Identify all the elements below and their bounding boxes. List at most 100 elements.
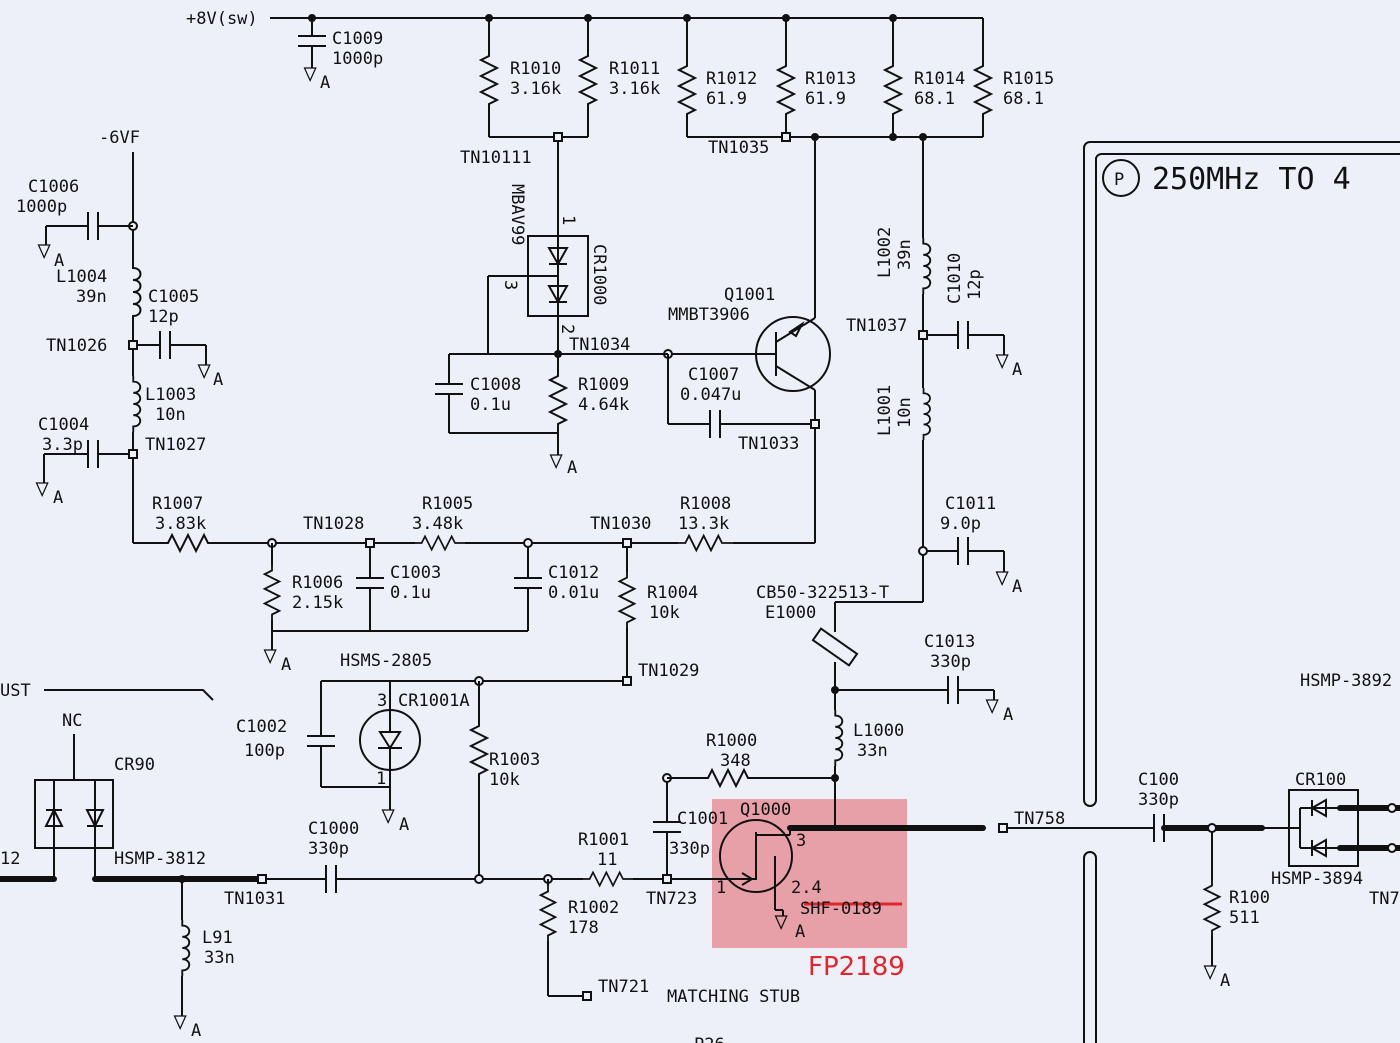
c1012-val: 0.01u	[548, 583, 599, 603]
diode-cr1000	[487, 141, 589, 354]
r1015-val: 68.1	[1003, 89, 1044, 109]
tn1029: TN1029	[638, 661, 699, 681]
c1003-ref: C1003	[390, 563, 441, 583]
matching-stub-label: MATCHING STUB	[667, 987, 800, 1007]
capacitor-c1007	[667, 354, 811, 438]
rail-plus8v	[270, 14, 983, 22]
tn1031: TN1031	[224, 889, 285, 909]
r1000-ref: R1000	[706, 731, 757, 751]
c1004-ref: C1004	[38, 415, 89, 435]
tn758: TN758	[1014, 809, 1065, 829]
c1008-val: 0.1u	[470, 395, 511, 415]
c100-val: 330p	[1138, 790, 1179, 810]
rf-path	[266, 769, 835, 1001]
nc-label: NC	[62, 711, 82, 731]
tn1035: TN1035	[708, 138, 769, 158]
hsmp3892-label: HSMP-3892	[1300, 671, 1392, 691]
bias-bus	[133, 534, 815, 686]
c1002-ref: C1002	[236, 717, 287, 737]
ground-label: A	[567, 458, 577, 478]
q1001-ref: Q1001	[724, 285, 775, 305]
l91-val: 33n	[204, 948, 235, 968]
highlight-region	[712, 799, 907, 948]
r1001-val: 11	[597, 850, 617, 870]
c1008-ref: C1008	[470, 375, 521, 395]
tn1026: TN1026	[46, 336, 107, 356]
r1005-val: 3.48k	[412, 514, 463, 534]
r1002-ref: R1002	[568, 898, 619, 918]
ground-label: A	[54, 251, 64, 271]
cr1000-pin3: 3	[500, 280, 520, 290]
panel-outline	[1083, 141, 1400, 1043]
l1001-val: 10n	[895, 397, 915, 428]
title-circle-letter: P	[1114, 170, 1124, 190]
right-ladder	[918, 141, 1009, 602]
l1004-ref: L1004	[56, 267, 107, 287]
q1000-ref: Q1000	[740, 800, 791, 820]
r1008-ref: R1008	[680, 494, 731, 514]
l1003-ref: L1003	[145, 385, 196, 405]
tn7-label: TN7	[1369, 889, 1400, 909]
ground-label: A	[191, 1021, 201, 1041]
r1010-ref: R1010	[510, 59, 561, 79]
c1010-val: 12p	[965, 269, 985, 300]
tn721: TN721	[598, 977, 649, 997]
c1001-val: 330p	[669, 839, 710, 859]
l1004-val: 39n	[76, 287, 107, 307]
left-ladder	[35, 152, 211, 543]
hsms2805-label: HSMS-2805	[340, 651, 432, 671]
r1012-ref: R1012	[706, 69, 757, 89]
panel-title: 250MHz TO 4	[1152, 162, 1351, 197]
c1007-val: 0.047u	[680, 385, 741, 405]
tn723: TN723	[646, 889, 697, 909]
c1001-ref: C1001	[677, 809, 728, 829]
bottom-cut-label: P26	[694, 1035, 725, 1043]
ground-label: A	[213, 370, 223, 390]
c1010-ref: C1010	[945, 253, 965, 304]
r1007-val: 3.83k	[155, 514, 206, 534]
ust-label: UST	[0, 681, 31, 701]
c1009-ref: C1009	[332, 29, 383, 49]
r1008-val: 13.3k	[678, 514, 729, 534]
c1006-val: 1000p	[16, 197, 67, 217]
r1014-val: 68.1	[914, 89, 955, 109]
c100-ref: C100	[1138, 770, 1179, 790]
shf0189-label: SHF-0189	[800, 899, 882, 919]
c1009-val: 1000p	[332, 49, 383, 69]
mbav99-label: MBAV99	[507, 184, 527, 245]
e1000-label: E1000	[765, 603, 816, 623]
l1001-ref: L1001	[875, 385, 895, 436]
ground-label: A	[399, 815, 409, 835]
tn10111: TN10111	[460, 148, 532, 168]
r100-ref: R100	[1229, 888, 1270, 908]
l1000-ref: L1000	[853, 721, 904, 741]
c1002-val: 100p	[244, 741, 285, 761]
tn1037: TN1037	[846, 316, 907, 336]
rail-minus6vf-label: -6VF	[99, 128, 140, 148]
cr1000-pin1: 1	[558, 215, 578, 225]
detector-section	[307, 676, 623, 879]
r1009-ref: R1009	[578, 375, 629, 395]
hsmp3894-label: HSMP-3894	[1271, 869, 1363, 889]
ground-label: A	[1220, 971, 1230, 991]
cr100-r100	[1203, 789, 1400, 980]
r1011-ref: R1011	[609, 59, 660, 79]
cr90-label: CR90	[114, 755, 155, 775]
c1013-val: 330p	[930, 652, 971, 672]
r1003-ref: R1003	[489, 750, 540, 770]
transistor-q1000	[719, 814, 1265, 930]
r1006-val: 2.15k	[292, 593, 343, 613]
tn1030: TN1030	[590, 514, 651, 534]
c1004-val: 3.3p	[42, 435, 83, 455]
hsmp3812-label: HSMP-3812	[114, 849, 206, 869]
r1002-val: 178	[568, 918, 599, 938]
r1003-val: 10k	[489, 770, 520, 790]
c1013-ref: C1013	[924, 632, 975, 652]
r1004-val: 10k	[649, 603, 680, 623]
c1000-ref: C1000	[308, 819, 359, 839]
r1011-val: 3.16k	[609, 79, 660, 99]
tn1028: TN1028	[303, 514, 364, 534]
l1000-val: 33n	[857, 741, 888, 761]
cr1001a-pin1: 1	[376, 769, 386, 789]
r100-val: 511	[1229, 908, 1260, 928]
